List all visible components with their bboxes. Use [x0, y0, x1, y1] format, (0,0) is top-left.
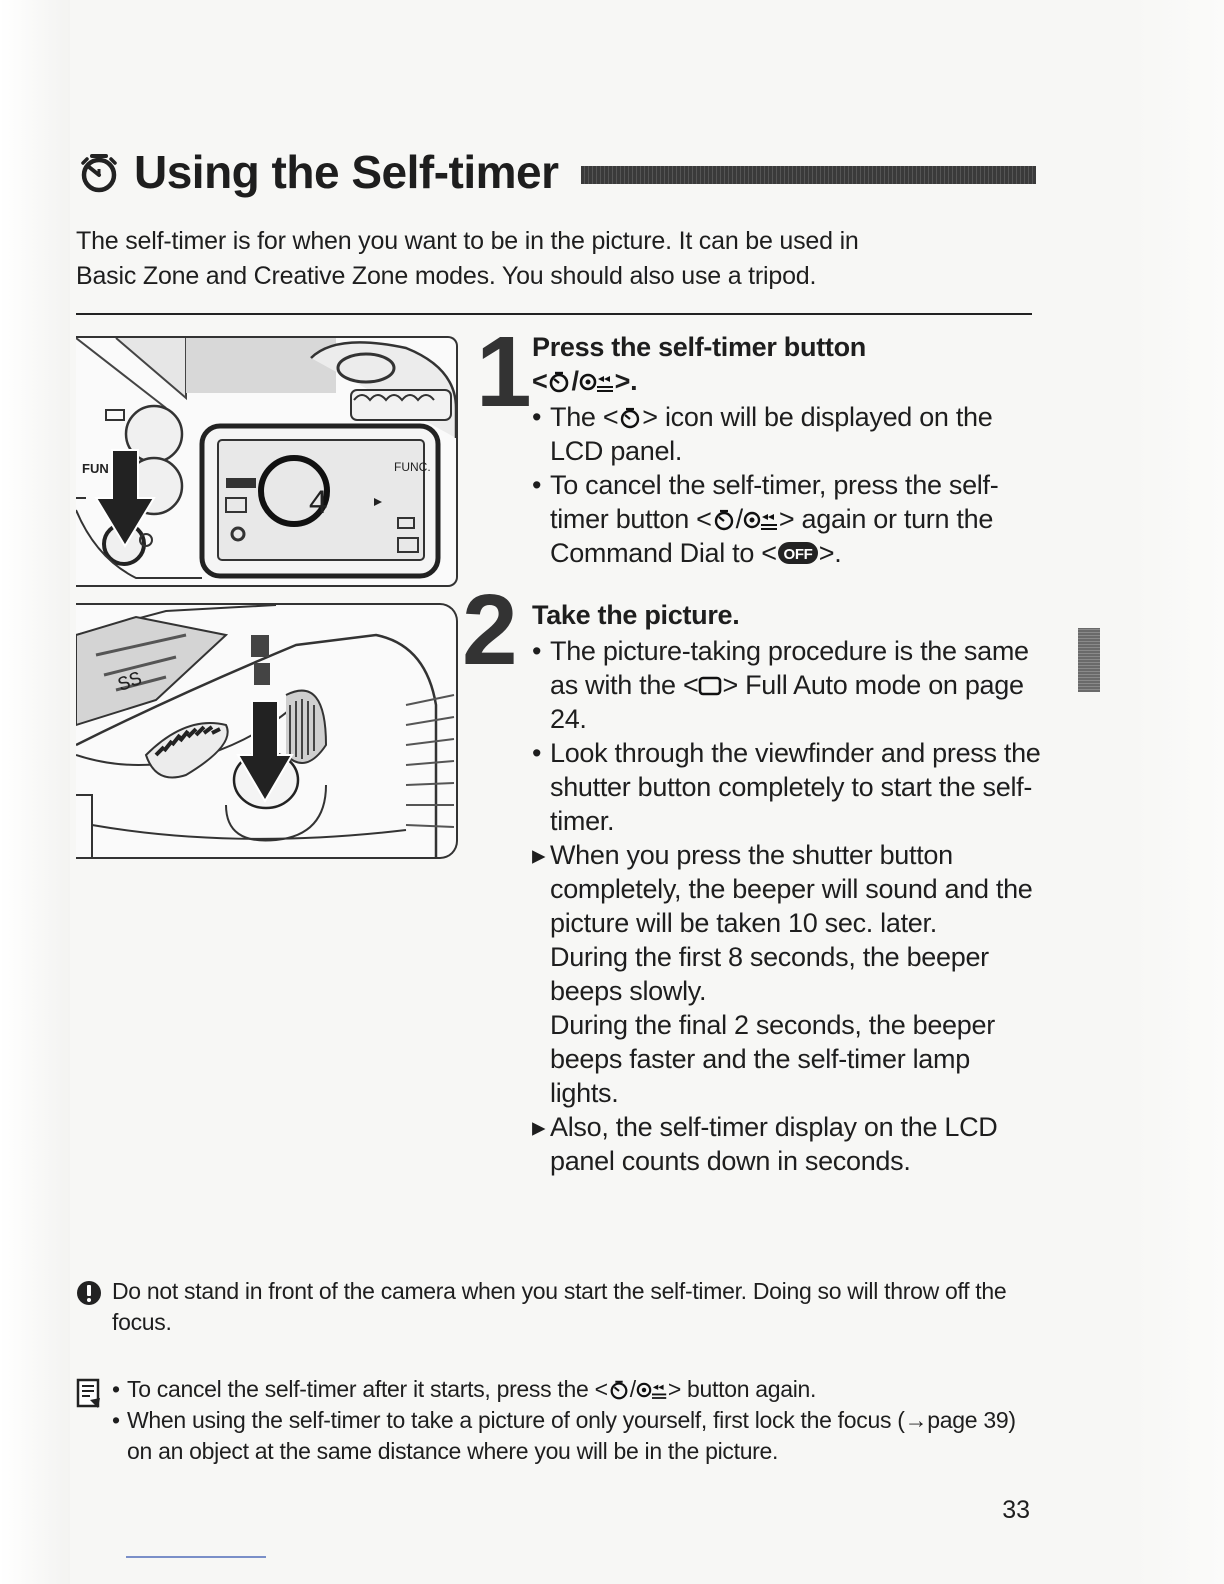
page-right-edge [1134, 0, 1224, 1584]
bullet-mark: • [112, 1376, 120, 1402]
self-timer-icon [621, 407, 640, 429]
caution-text: Do not stand in front of the camera when… [112, 1278, 1007, 1335]
step-1-title: Press the self-timer button < / >. [532, 330, 1042, 398]
off-badge-label: OFF [783, 546, 812, 563]
list-item: ▸ When you press the shutter button comp… [532, 838, 1042, 1110]
bullet-mark: • [532, 738, 542, 768]
lcd-func-label: FUNC. [394, 460, 431, 474]
step-number-1: 1 [476, 316, 532, 428]
bullet-mark: • [532, 636, 542, 666]
step-1-bullets: • The <> icon will be displayed on the L… [532, 400, 1042, 570]
remote-control-icon [743, 511, 777, 530]
memo-icon [76, 1378, 100, 1408]
bullet-text: >. [818, 538, 842, 568]
self-timer-icon [610, 1380, 628, 1400]
camera-top-illustration: FUNC. 4 FUN [76, 338, 456, 579]
page-left-edge [0, 0, 70, 1584]
bullet-mark: • [112, 1407, 120, 1433]
bullet-text: Also, the self-timer display on the LCD … [550, 1112, 998, 1176]
memo-list: • To cancel the self-timer after it star… [76, 1374, 1026, 1467]
full-auto-square-icon [699, 676, 722, 696]
bullet-text: The < [550, 402, 619, 432]
bullet-text: During the final 2 seconds, the beeper b… [550, 1010, 995, 1108]
bullet-mark: • [532, 402, 542, 432]
page-title: Using the Self-timer [76, 140, 1036, 204]
step-1-title-suffix: >. [614, 366, 638, 396]
command-dial [144, 722, 229, 779]
intro-paragraph: The self-timer is for when you want to b… [76, 224, 1036, 294]
page-title-text: Using the Self-timer [134, 146, 559, 198]
scan-artifact-mark [1078, 628, 1100, 692]
bullet-text: During the first 8 seconds, the beeper b… [550, 942, 989, 1006]
step-1-title-prefix: < [532, 366, 548, 396]
remote-control-icon [636, 1382, 667, 1399]
bullet-mark: ▸ [532, 840, 546, 870]
camera-grip-illustration: SS [76, 605, 455, 857]
slash-separator: / [629, 1376, 636, 1402]
bullet-text: Look through the viewfinder and press th… [550, 738, 1041, 836]
caution-icon [77, 1281, 101, 1305]
bullet-text: > Full Auto mode on page 24. [550, 670, 1024, 734]
step-1: Press the self-timer button < / >. • The <… [532, 330, 1042, 570]
intro-line: Basic Zone and Creative Zone modes. You … [76, 262, 817, 290]
bullet-text: To cancel the self-timer, press the self… [550, 470, 999, 534]
remote-control-icon [579, 373, 613, 392]
scan-artifact-line [126, 1556, 266, 1558]
memo-text: > button again. [667, 1376, 817, 1402]
slash-separator: / [571, 366, 579, 396]
illustration-shutter-button: SS [76, 603, 458, 859]
bullet-text: When you press the shutter button comple… [550, 840, 1033, 938]
self-timer-icon [714, 509, 733, 531]
title-decorative-bar [580, 166, 1036, 184]
slash-separator: / [735, 504, 744, 534]
step-2-title: Take the picture. [532, 600, 740, 630]
self-timer-icon [81, 154, 117, 193]
caution-note: Do not stand in front of the camera when… [76, 1276, 1026, 1338]
step-1-title-line1: Press the self-timer button [532, 332, 866, 362]
step-number-2: 2 [462, 574, 518, 686]
bullet-text: > again or turn the Command Dial to < [550, 504, 994, 568]
step-2: Take the picture. • The picture-taking p… [532, 598, 1042, 1178]
illustration-self-timer-button: FUNC. 4 FUN [76, 336, 458, 587]
list-item: • Look through the viewfinder and press … [532, 736, 1042, 838]
bullet-text: > icon will be displayed on the LCD pane… [550, 402, 993, 466]
list-item: • To cancel the self-timer, press the se… [532, 468, 1042, 570]
func-side-label: FUN [82, 461, 109, 476]
memo-text: To cancel the self-timer after it starts… [127, 1376, 608, 1402]
memo-note: • To cancel the self-timer after it star… [76, 1374, 1026, 1467]
bullet-mark: ▸ [532, 1112, 546, 1142]
list-item: ▸ Also, the self-timer display on the LC… [532, 1110, 1042, 1178]
self-timer-icon [550, 371, 569, 393]
lcd-countdown-digit: 4 [308, 486, 328, 524]
page-number: 33 [1002, 1496, 1030, 1524]
bullet-text: The picture-taking procedure is the same… [550, 636, 1029, 700]
list-item: • The picture-taking procedure is the sa… [532, 634, 1042, 736]
memo-text: When using the self-timer to take a pict… [127, 1407, 1016, 1464]
section-divider [76, 313, 1032, 315]
step-2-bullets: • The picture-taking procedure is the sa… [532, 634, 1042, 1178]
bullet-mark: • [532, 470, 542, 500]
list-item: • When using the self-timer to take a pi… [112, 1405, 1026, 1467]
list-item: • The <> icon will be displayed on the L… [532, 400, 1042, 468]
list-item: • To cancel the self-timer after it star… [112, 1374, 1026, 1405]
off-badge-icon: OFF [777, 542, 818, 564]
intro-line: The self-timer is for when you want to b… [76, 227, 859, 255]
